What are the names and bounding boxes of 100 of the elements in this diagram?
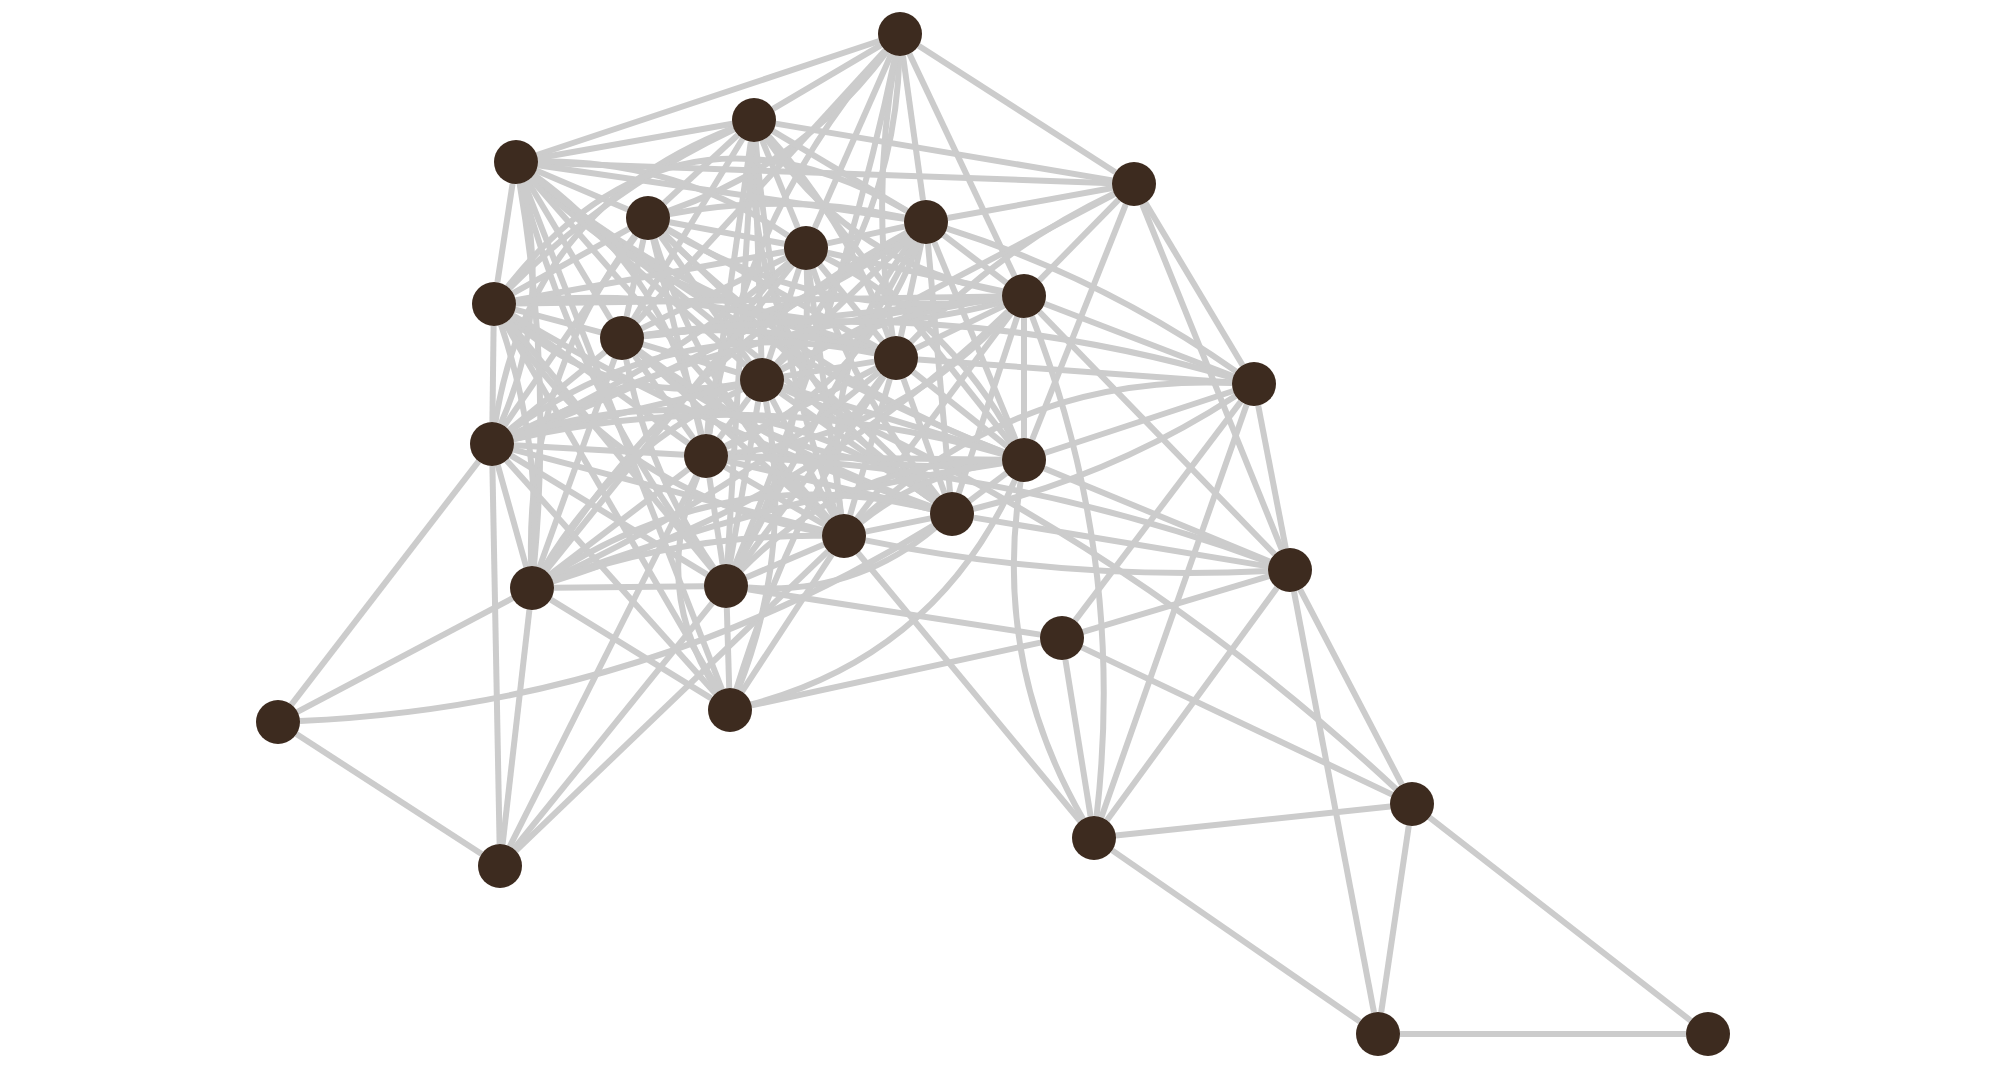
node-circle (930, 492, 974, 536)
edge-line (549, 597, 713, 701)
edge-line (543, 263, 795, 573)
node-circle (494, 140, 538, 184)
edge-line (724, 365, 878, 449)
edge-line (716, 396, 752, 440)
edge-line (946, 225, 1238, 374)
edge-line (775, 120, 1113, 184)
edge-line (1037, 309, 1277, 557)
edge-line (723, 607, 733, 689)
edge-line (931, 241, 1019, 441)
edge-line (494, 464, 530, 568)
node-circle (470, 422, 514, 466)
edge-line (847, 378, 893, 516)
edge-line (640, 254, 788, 332)
edge-line (499, 609, 533, 845)
edge-line (296, 595, 514, 715)
edge-line (508, 316, 741, 392)
edge-line (739, 552, 835, 694)
edge-line (865, 515, 931, 535)
node-circle (1040, 616, 1084, 660)
edge-line (1139, 203, 1285, 551)
edge-line (489, 465, 503, 845)
edge-line (508, 339, 875, 434)
edge-line (515, 248, 785, 304)
edge-line (1400, 1031, 1686, 1037)
edge-line (735, 401, 779, 691)
edge-line (630, 137, 746, 321)
edge-line (833, 237, 916, 515)
node-circle (784, 226, 828, 270)
edge-line (1142, 201, 1246, 367)
node-circle (510, 566, 554, 610)
edge-line (750, 478, 1018, 708)
edge-line (826, 223, 906, 247)
edge-line (854, 311, 1014, 521)
edge-line (504, 458, 718, 696)
edge-line (747, 586, 1041, 638)
edge-line (706, 141, 754, 435)
edge-line (492, 125, 735, 423)
edge-line (750, 639, 1042, 709)
edge-line (908, 190, 1116, 345)
edge-line (507, 474, 699, 848)
edge-line (771, 42, 883, 112)
edge-line (1029, 203, 1129, 441)
edge-line (524, 179, 614, 321)
edge-line (1297, 588, 1405, 786)
edge-line (759, 139, 801, 229)
edge-line (906, 52, 1018, 278)
node-circle (732, 98, 776, 142)
edge-line (515, 293, 1003, 307)
edge-line (780, 191, 1116, 373)
node-circle (904, 200, 948, 244)
edge-line (781, 385, 1398, 792)
edge-line (769, 398, 837, 518)
edge-line (294, 731, 484, 857)
edge-line (1378, 825, 1412, 1013)
edge-line (547, 466, 691, 578)
node-circle (708, 688, 752, 732)
edge-line (972, 393, 1238, 512)
edge-line (879, 55, 899, 337)
edge-line (528, 176, 832, 522)
edge-line (667, 49, 890, 214)
edge-line (916, 43, 1118, 175)
edge-line (733, 374, 887, 690)
edge-line (505, 155, 909, 289)
edge-line (505, 319, 715, 571)
node-circle (1686, 1012, 1730, 1056)
edge-line (858, 379, 1233, 524)
edge-line (812, 53, 894, 229)
node-circle (684, 434, 728, 478)
edge-line (299, 523, 935, 724)
edge-line (810, 267, 941, 499)
edge-line (514, 306, 602, 336)
edge-line (623, 238, 647, 318)
edge-line (1110, 847, 1362, 1025)
edge-line (911, 369, 1009, 449)
edge-line (1021, 318, 1027, 438)
edge-line (925, 243, 953, 493)
edge-line (642, 341, 742, 377)
edge-line (540, 386, 744, 571)
edge-line (826, 249, 1004, 295)
edge-line (1098, 403, 1250, 819)
edge-line (1010, 481, 1086, 821)
edge-line (513, 442, 685, 458)
edge-line (1427, 815, 1693, 1023)
edge-line (1082, 573, 1270, 635)
edge-line (747, 525, 937, 592)
edge-line (643, 318, 1234, 381)
node-circle (626, 196, 670, 240)
edge-line (632, 354, 696, 440)
edge-line (724, 241, 922, 450)
node-circle (878, 12, 922, 56)
edge-line (1037, 197, 1121, 283)
edge-line (917, 356, 1233, 386)
edge-line (637, 348, 933, 510)
node-circle (472, 282, 516, 326)
edge-line (817, 263, 885, 343)
edge-line (914, 302, 1006, 352)
edge-line (824, 255, 1017, 443)
edge-line (805, 269, 845, 515)
